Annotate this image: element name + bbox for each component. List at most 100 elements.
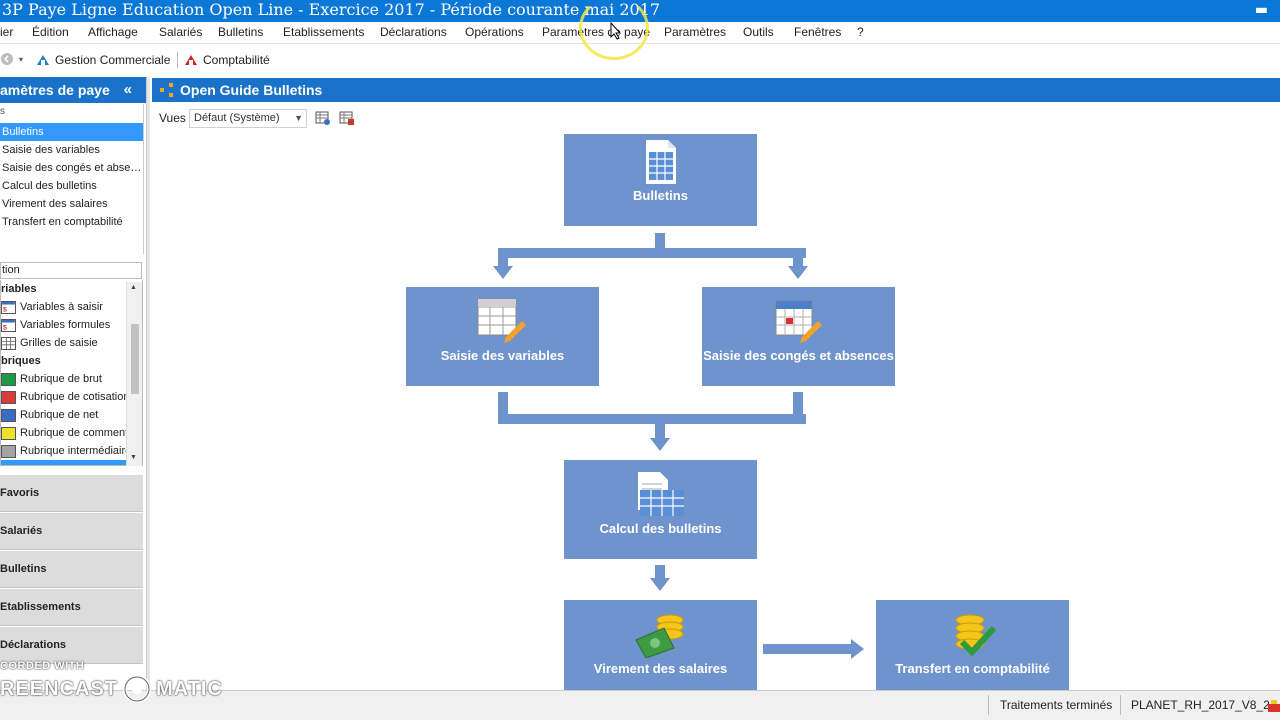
- flow-box-bulletins[interactable]: Bulletins: [564, 134, 757, 226]
- flow-connector: [498, 392, 508, 422]
- svg-text:$: $: [3, 306, 7, 313]
- nav-declarations[interactable]: Déclarations: [0, 627, 143, 664]
- status-database: PLANET_RH_2017_V8_2_: [1131, 698, 1277, 712]
- flow-box-label: Transfert en comptabilité: [895, 661, 1050, 676]
- tree-item-label: Variables formules: [20, 319, 111, 331]
- tree-selected-row-partial[interactable]: [1, 460, 127, 465]
- flow-box-virement[interactable]: Virement des salaires: [564, 600, 757, 690]
- menu-declarations[interactable]: Déclarations: [380, 25, 447, 39]
- tree-item[interactable]: Rubrique de net: [1, 406, 98, 424]
- sidebar-title: amètres de paye: [0, 82, 110, 98]
- dropdown-caret-icon: ▾: [19, 54, 24, 64]
- coins-check-icon: [955, 614, 997, 657]
- gestion-commerciale-button[interactable]: Gestion Commerciale: [36, 53, 170, 67]
- view-settings-icon[interactable]: [315, 110, 331, 126]
- arrow-head-down-icon: [650, 578, 670, 591]
- toolbar: ▾ Gestion Commerciale Comptabilité: [0, 45, 1280, 75]
- sidebar-item-transfert[interactable]: Transfert en comptabilité: [2, 216, 123, 228]
- main-panel-header: Open Guide Bulletins: [152, 78, 1280, 102]
- menu-parametres[interactable]: Paramètres: [664, 25, 727, 39]
- tree-group-variables[interactable]: riables: [1, 283, 37, 295]
- tree-item-label: Rubrique de brut: [20, 373, 102, 385]
- scroll-up-icon[interactable]: ▲: [130, 284, 137, 291]
- sidebar-item-saisie-conges[interactable]: Saisie des congés et absences: [2, 162, 143, 174]
- tree-item-label: Rubrique de net: [20, 409, 99, 421]
- sidebar-item-virement[interactable]: Virement des salaires: [2, 198, 108, 210]
- tree-item[interactable]: Rubrique intermédiaires: [1, 442, 137, 460]
- cursor-highlight: [579, 0, 649, 60]
- rubric-gray-icon: [1, 444, 16, 458]
- flow-connector: [498, 414, 806, 424]
- tree-item[interactable]: Rubrique de brut: [1, 370, 102, 388]
- calculation-document-icon: [638, 472, 684, 516]
- tree-item[interactable]: Grilles de saisie: [1, 334, 98, 352]
- comptabilite-label: Comptabilité: [203, 53, 270, 67]
- nav-etablissements[interactable]: Etablissements: [0, 589, 143, 626]
- gestion-commerciale-label: Gestion Commerciale: [55, 53, 171, 67]
- tree-item[interactable]: Rubrique de commentaires: [1, 424, 143, 442]
- watermark-line1: CORDED WITH: [0, 660, 85, 672]
- vues-dropdown[interactable]: Défaut (Système) ▼: [189, 109, 307, 128]
- menu-operations[interactable]: Opérations: [465, 25, 524, 39]
- sidebar-item-calcul[interactable]: Calcul des bulletins: [2, 180, 97, 192]
- menu-outils[interactable]: Outils: [743, 25, 774, 39]
- flow-connector: [498, 248, 806, 258]
- rubric-yellow-icon: [1, 426, 16, 440]
- arrow-head-right-icon: [851, 639, 864, 659]
- menu-affichage[interactable]: Affichage: [88, 25, 138, 39]
- menu-salaries[interactable]: Salariés: [159, 25, 203, 39]
- flow-box-saisie-variables[interactable]: Saisie des variables: [406, 287, 599, 386]
- flow-connector: [793, 248, 803, 268]
- vues-label: Vues: [159, 111, 186, 125]
- arrow-head-down-icon: [788, 266, 808, 279]
- parametrage-panel-header: tion: [0, 262, 142, 279]
- scrollbar-thumb[interactable]: [131, 324, 139, 394]
- status-indicator-icon: [1268, 700, 1280, 712]
- toolbar-separator: [177, 52, 178, 68]
- rubric-red-icon: [1, 390, 16, 404]
- tree-item-label: Rubrique intermédiaires: [20, 445, 137, 457]
- tree-item[interactable]: $ Variables formules: [1, 316, 110, 334]
- minimize-button[interactable]: ▬: [1254, 2, 1268, 18]
- collapse-sidebar-button[interactable]: «: [123, 81, 132, 98]
- watermark-line2: REENCAST MATIC: [0, 674, 223, 704]
- flow-box-label: Saisie des congés et absences: [703, 348, 894, 363]
- tree-scrollbar[interactable]: ▲ ▼: [126, 282, 142, 466]
- chevron-down-icon: ▼: [294, 113, 303, 123]
- tree-item-label: Variables à saisir: [20, 301, 103, 313]
- menu-fichier[interactable]: ier: [0, 25, 14, 39]
- status-separator: [1120, 695, 1121, 715]
- guide-flow-icon: [160, 83, 173, 97]
- menu-bulletins[interactable]: Bulletins: [218, 25, 264, 39]
- view-edit-icon[interactable]: [339, 110, 355, 126]
- menu-edition[interactable]: Édition: [32, 25, 69, 39]
- flow-connector: [655, 565, 665, 580]
- nav-favoris[interactable]: Favoris: [0, 475, 143, 512]
- sidebar-item-saisie-variables[interactable]: Saisie des variables: [2, 144, 100, 156]
- scroll-down-icon[interactable]: ▼: [130, 454, 137, 461]
- nav-bulletins[interactable]: Bulletins: [0, 551, 143, 588]
- flow-box-calcul[interactable]: Calcul des bulletins: [564, 460, 757, 559]
- gestion-commerciale-icon: [37, 55, 49, 65]
- flow-box-label: Calcul des bulletins: [599, 521, 722, 536]
- comptabilite-button[interactable]: Comptabilité: [184, 53, 270, 67]
- flow-box-label: Saisie des variables: [440, 348, 565, 363]
- tree-item-label: Rubrique de commentaires: [20, 427, 143, 439]
- menu-help[interactable]: ?: [857, 25, 864, 39]
- money-coins-icon: [635, 614, 684, 658]
- screencast-logo-icon: [123, 675, 152, 703]
- calendar-edit-icon: [775, 300, 822, 343]
- sidebar-splitter[interactable]: [146, 77, 150, 690]
- flow-box-saisie-conges[interactable]: Saisie des congés et absences: [702, 287, 895, 386]
- tree-group-rubriques[interactable]: briques: [1, 355, 41, 367]
- flow-box-transfert[interactable]: Transfert en comptabilité: [876, 600, 1069, 690]
- sidebar-item-bulletins[interactable]: Bulletins: [0, 123, 143, 141]
- back-circle-icon: [1, 53, 13, 65]
- watermark-brand-right: MATIC: [156, 677, 223, 700]
- menu-fenetres[interactable]: Fenêtres: [794, 25, 842, 39]
- back-button[interactable]: ▾: [0, 52, 23, 66]
- tree-item[interactable]: Rubrique de cotisations: [1, 388, 135, 406]
- nav-salaries[interactable]: Salariés: [0, 513, 143, 550]
- menu-etablissements[interactable]: Etablissements: [283, 25, 365, 39]
- tree-item[interactable]: $ Variables à saisir: [1, 298, 103, 316]
